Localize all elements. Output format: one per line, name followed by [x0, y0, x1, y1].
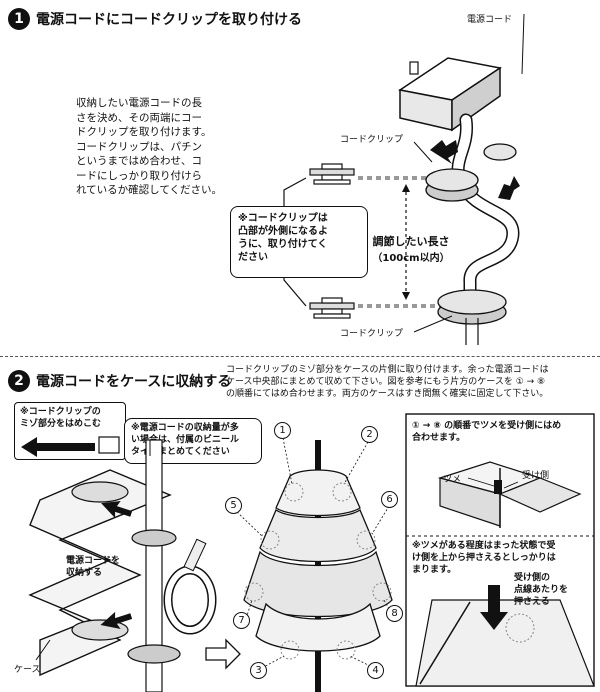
tab-detail — [437, 461, 582, 528]
step1-instruction-line: ードにしっかり取り付けら — [76, 169, 202, 182]
groove-note-line: ミゾ部分をはめこむ — [20, 419, 102, 429]
step1-instruction-line: れているか確認してください。 — [76, 184, 223, 196]
press-label-line: 点線あたりを — [514, 585, 569, 595]
step1-instructions: 収納したい電源コードの長 さを決め、その両端にコー ドクリップを取り付けます。 … — [76, 96, 281, 198]
order-number-7: 7 — [233, 612, 250, 629]
tab-instruction-line: 合わせます。 — [412, 433, 466, 443]
order-number-6: 6 — [381, 491, 398, 508]
step2-instruction-line: ケース中央部にまとめて収めて下さい。図を参考にもう片方のケースを ① → ⑧ — [226, 377, 546, 387]
vinyl-note-line: ※電源コードの収納量が多 — [131, 423, 239, 433]
label-cord-clip-top: コードクリップ — [340, 135, 404, 145]
press-detail — [415, 585, 595, 687]
label-power-cord: 電源コード — [467, 15, 513, 25]
clip-detail-top — [309, 163, 355, 185]
store-cord-label: 電源コードを 収納する — [66, 555, 156, 579]
press-instruction-line: まります。 — [412, 565, 457, 575]
length-label: 調節したい長さ — [372, 235, 450, 248]
case-label: ケース — [14, 665, 41, 675]
groove-note-line: ※コードクリップの — [20, 407, 101, 417]
clip-detail-bottom — [309, 297, 355, 319]
order-number-8: 8 — [386, 605, 403, 622]
step1-number: 1 — [8, 8, 30, 30]
press-instruction: ※ツメがある程度はまった状態で受 け側を上から押さえるとしっかりは まります。 — [412, 540, 592, 576]
step2-instruction-line: コードクリップのミゾ部分をケースの片側に取り付けます。余った電源コードは — [226, 365, 549, 375]
tab-label: ツメ — [443, 475, 462, 485]
vinyl-tie-note: ※電源コードの収納量が多 い場合は、付属のビニール タイでまとめてください — [124, 418, 262, 464]
tab-instruction: ① → ⑧ の順番でツメを受け側にはめ 合わせます。 — [412, 420, 592, 444]
step2-number: 2 — [8, 370, 30, 392]
press-label-line: 押さえる — [514, 597, 550, 607]
vinyl-note-line: タイでまとめてください — [131, 447, 230, 457]
step1-instruction-line: さを決め、その両端にコー — [76, 111, 202, 124]
step2-heading: 2 電源コードをケースに収納する — [8, 370, 231, 392]
step2-title: 電源コードをケースに収納する — [36, 374, 232, 390]
assembled-case — [243, 440, 393, 692]
order-number-1: 1 — [274, 422, 291, 439]
step1-instruction-line: というまではめ合わせ、コ — [76, 155, 202, 167]
step1-instruction-line: 収納したい電源コードの長 — [76, 97, 202, 109]
section-divider — [0, 356, 600, 357]
cord-clip-top — [425, 143, 517, 202]
groove-note-box: ※コードクリップの ミゾ部分をはめこむ — [14, 402, 126, 460]
step1-instruction-line: ドクリップを取り付けます。 — [76, 126, 212, 138]
store-cord-line: 収納する — [66, 568, 103, 578]
left-arrow-icon — [21, 436, 120, 457]
store-cord-line: 電源コードを — [66, 556, 121, 566]
cord-clip-bottom — [437, 289, 507, 345]
clip-orientation-note: ※コードクリップは 凸部が外側になるよ うに、取り付けてく ださい — [230, 206, 368, 278]
clip-note-line: ださい — [238, 252, 268, 263]
clip-note-line: ※コードクリップは — [238, 213, 328, 224]
press-label-line: 受け側の — [514, 573, 551, 583]
tab-instruction-line: ① → ⑧ の順番でツメを受け側にはめ — [412, 421, 562, 431]
step2-instruction-line: の順番にてはめ合わせます。両方のケースはすき間無く確実に固定して下さい。 — [226, 389, 549, 399]
step1-illustration — [283, 13, 525, 345]
vinyl-note-line: い場合は、付属のビニール — [131, 435, 240, 445]
step1-instruction-line: コードクリップは、パチン — [76, 140, 202, 153]
order-number-5: 5 — [225, 497, 242, 514]
press-label: 受け側の 点線あたりを 押さえる — [514, 572, 592, 608]
clip-note-line: 凸部が外側になるよ — [238, 226, 328, 237]
step1-title: 電源コードにコードクリップを取り付ける — [36, 12, 302, 28]
order-number-3: 3 — [250, 662, 267, 679]
label-cord-clip-bottom: コードクリップ — [340, 329, 404, 339]
order-number-2: 2 — [361, 426, 378, 443]
press-instruction-line: ※ツメがある程度はまった状態で受 — [412, 541, 556, 551]
receiver-label: 受け側 — [522, 471, 550, 481]
length-value: （100cm以内） — [372, 253, 450, 264]
order-number-4: 4 — [367, 662, 384, 679]
press-instruction-line: け側を上から押さえるとしっかりは — [412, 553, 556, 563]
step2-instructions: コードクリップのミゾ部分をケースの片側に取り付けます。余った電源コードは ケース… — [226, 364, 594, 400]
step1-heading: 1 電源コードにコードクリップを取り付ける — [8, 8, 302, 30]
clip-note-line: うに、取り付けてく — [238, 239, 328, 250]
length-label-block: 調節したい長さ （100cm以内） — [370, 233, 452, 264]
